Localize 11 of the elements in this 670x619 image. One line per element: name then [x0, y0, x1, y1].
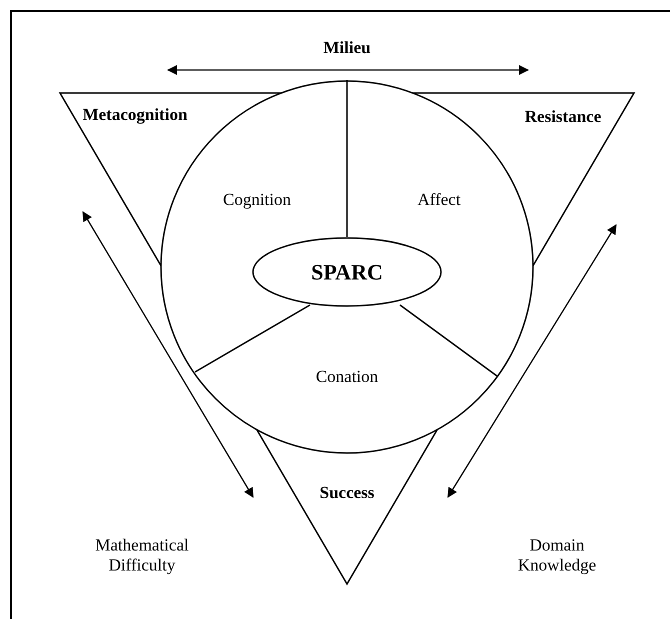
side-label: Domain Knowledge — [516, 535, 598, 575]
corner-label: Resistance — [524, 107, 602, 127]
side-label: Mathematical Difficulty — [94, 535, 190, 575]
ellipse-label: SPARC — [311, 259, 383, 285]
sector-label: Affect — [417, 190, 461, 210]
corner-label: Metacognition — [82, 105, 188, 125]
ellipse-shape — [252, 237, 442, 307]
sector-label: Conation — [316, 367, 378, 387]
sector-label: Cognition — [223, 190, 291, 210]
corner-label: Success — [320, 483, 374, 503]
heading-label: Milieu — [323, 38, 371, 58]
